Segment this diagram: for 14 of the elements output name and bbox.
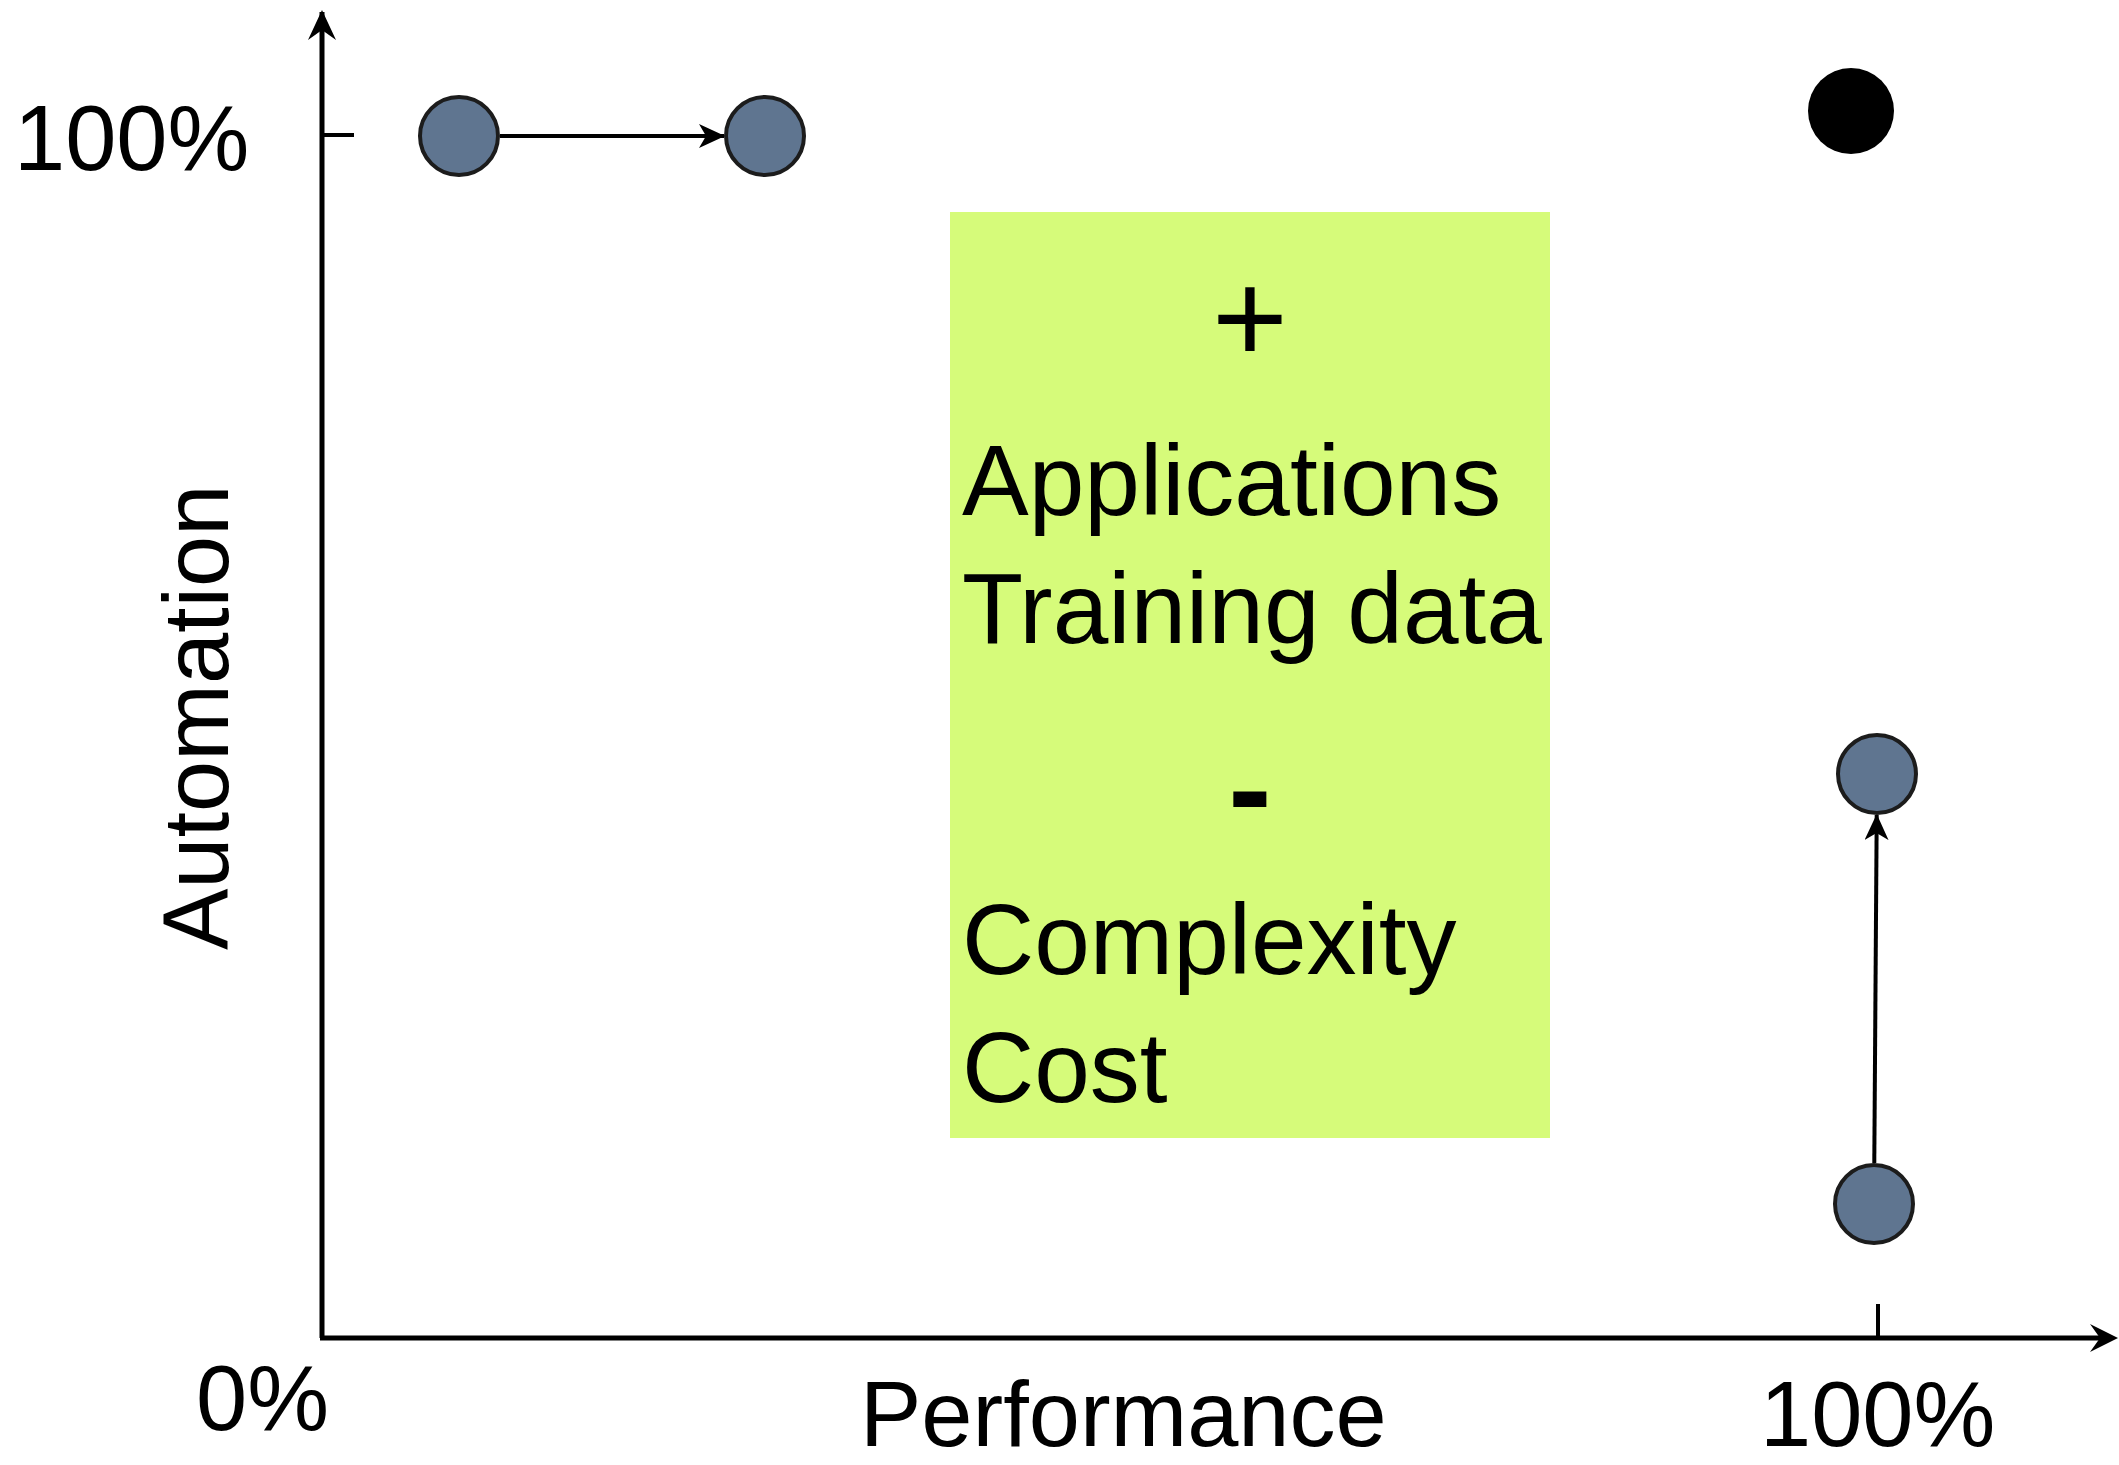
axis-tick-label: 100% (14, 92, 250, 184)
list-item: Applications (962, 423, 1502, 538)
sign-text: - (1227, 724, 1273, 852)
list-item: Training data (962, 551, 1542, 666)
list-item: Complexity (962, 882, 1457, 997)
arrow (500, 124, 725, 148)
arrow (1864, 814, 1889, 1163)
axis-tick-label: 100% (1760, 1368, 1996, 1460)
axis-tick-label: 0% (196, 1352, 329, 1444)
axis-title: Automation (150, 484, 242, 950)
sign-text: + (1211, 253, 1289, 381)
list-item: Cost (962, 1010, 1168, 1125)
axis-title: Performance (860, 1368, 1387, 1460)
highlight-box (950, 212, 1550, 1138)
